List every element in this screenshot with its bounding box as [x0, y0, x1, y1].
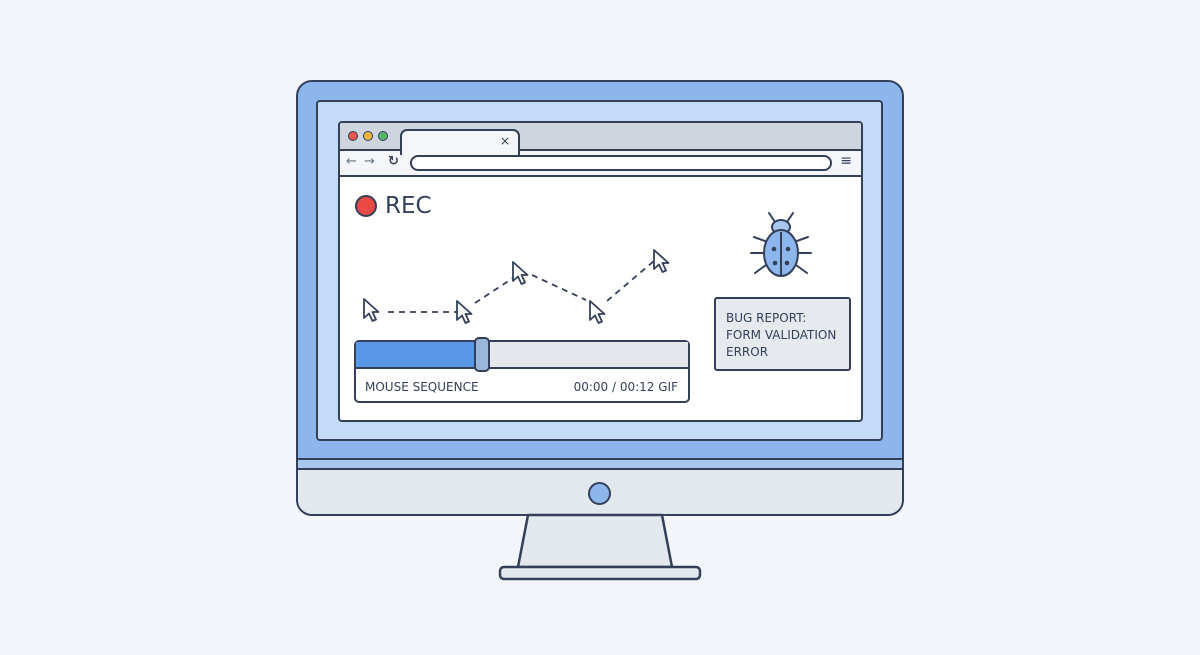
mouse-cursor-icon	[456, 300, 473, 324]
browser-toolbar: ← → ↻ ≡	[340, 151, 861, 177]
chin-band	[298, 460, 902, 470]
reload-icon[interactable]: ↻	[388, 154, 399, 169]
mouse-cursor-icon	[653, 249, 670, 273]
mouse-cursor-icon	[363, 298, 380, 322]
back-arrow-icon[interactable]: ←	[346, 154, 357, 169]
power-indicator	[588, 482, 611, 505]
monitor-stand	[498, 513, 702, 581]
monitor-chin	[298, 458, 902, 514]
window-close-dot[interactable]	[348, 131, 358, 141]
window-maximize-dot[interactable]	[378, 131, 388, 141]
progress-fill	[356, 342, 483, 367]
mouse-cursor-icon	[589, 300, 606, 324]
browser-window: × ← → ↻ ≡ REC MOUSE SEQUENCE	[338, 121, 863, 422]
bug-report-line: FORM VALIDATION	[726, 328, 837, 342]
tab-close-icon[interactable]: ×	[499, 134, 510, 148]
mouse-cursor-icon	[512, 261, 529, 285]
hamburger-menu-icon[interactable]: ≡	[840, 153, 852, 169]
forward-arrow-icon[interactable]: →	[364, 154, 375, 169]
tab-bar: ×	[340, 123, 861, 155]
bug-report-line: BUG REPORT:	[726, 311, 807, 325]
gif-player: MOUSE SEQUENCE 00:00 / 00:12 GIF	[354, 337, 690, 403]
bug-report-card[interactable]: BUG REPORT: FORM VALIDATION ERROR	[714, 297, 851, 371]
mouse-path	[363, 249, 670, 324]
browser-tab[interactable]: ×	[400, 129, 520, 155]
bug-icon	[750, 212, 812, 277]
record-label: REC	[385, 193, 432, 219]
player-timestamp: 00:00 / 00:12 GIF	[573, 380, 678, 394]
player-title: MOUSE SEQUENCE	[365, 380, 479, 394]
record-indicator-icon	[355, 195, 377, 217]
bug-report-line: ERROR	[726, 345, 769, 359]
address-bar[interactable]	[410, 155, 832, 171]
progress-track[interactable]	[356, 337, 688, 372]
window-minimize-dot[interactable]	[363, 131, 373, 141]
progress-handle[interactable]	[474, 337, 491, 372]
